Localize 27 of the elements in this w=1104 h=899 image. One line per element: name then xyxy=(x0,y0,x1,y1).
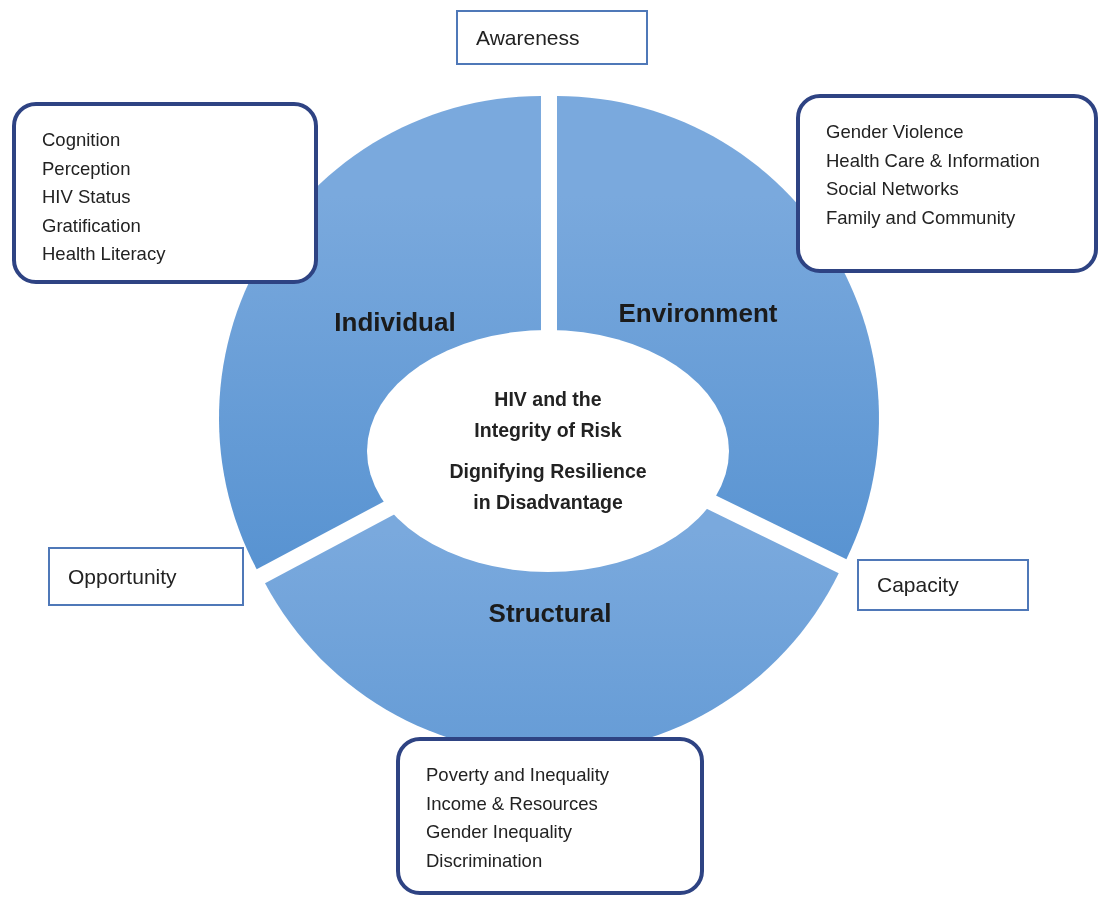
list-item: Perception xyxy=(42,156,132,181)
list-item: Family and Community xyxy=(826,205,1017,230)
list-item: Gender Violence xyxy=(826,120,965,144)
center-text: HIV and the Integrity of Risk xyxy=(473,387,623,443)
list-item: Health Care & Information xyxy=(826,148,1041,173)
list-item: Cognition xyxy=(42,128,122,152)
segment-label: Structural xyxy=(488,597,612,629)
label-box xyxy=(456,10,648,65)
list-item: Discrimination xyxy=(426,848,544,873)
list-item: Health Literacy xyxy=(42,242,167,266)
list-item: Social Networks xyxy=(826,177,960,201)
center-text: Dignifying Resilience in Disadvantage xyxy=(448,459,648,515)
box-label: Opportunity xyxy=(68,564,177,589)
list-box xyxy=(796,94,1098,273)
list-box xyxy=(12,102,318,284)
box-label: Awareness xyxy=(476,25,580,50)
label-box xyxy=(48,547,244,606)
segment-label: Environment xyxy=(618,297,778,329)
label-box xyxy=(857,559,1029,611)
list-item: Poverty and Inequality xyxy=(426,763,611,787)
list-item: Gender Inequality xyxy=(426,820,574,844)
list-box xyxy=(396,737,704,895)
segment-label: Individual xyxy=(334,306,456,338)
list-item: Income & Resources xyxy=(426,791,599,816)
list-item: Gratification xyxy=(42,213,142,238)
box-label: Capacity xyxy=(877,573,959,597)
list-item: HIV Status xyxy=(42,185,132,209)
